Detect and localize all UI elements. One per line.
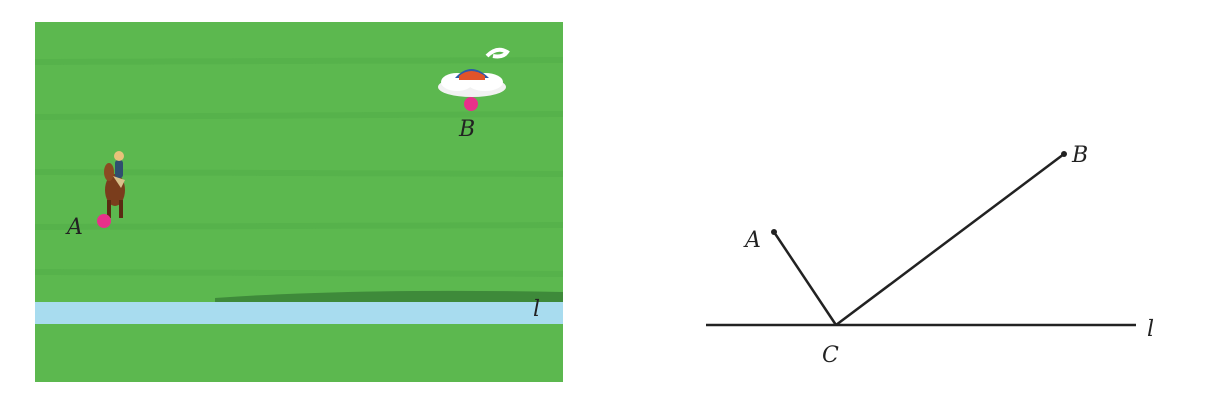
river — [35, 302, 563, 324]
point-b-marker — [464, 97, 478, 111]
point-a-dot — [771, 229, 777, 235]
geom-label-l: l — [1147, 317, 1154, 342]
scene-svg: A B l — [35, 22, 563, 382]
yurt-on-cloud-icon — [438, 47, 510, 97]
geometry-diagram: A B C l — [690, 130, 1170, 380]
horse-rider-icon — [104, 151, 125, 218]
geom-label-a: A — [743, 228, 761, 253]
geom-label-b: B — [1071, 143, 1088, 168]
point-b-dot — [1061, 151, 1067, 157]
scene-label-a: A — [65, 215, 83, 240]
geom-label-c: C — [822, 343, 839, 368]
grassland-scene: A B l — [35, 22, 563, 382]
segment-cb — [835, 153, 1065, 326]
point-a-marker — [97, 214, 111, 228]
scene-label-b: B — [458, 117, 475, 142]
geometry-svg: A B C l — [706, 143, 1154, 368]
segment-ac — [772, 231, 838, 326]
scene-label-l: l — [533, 297, 540, 322]
river-bank-shadow — [215, 290, 563, 304]
